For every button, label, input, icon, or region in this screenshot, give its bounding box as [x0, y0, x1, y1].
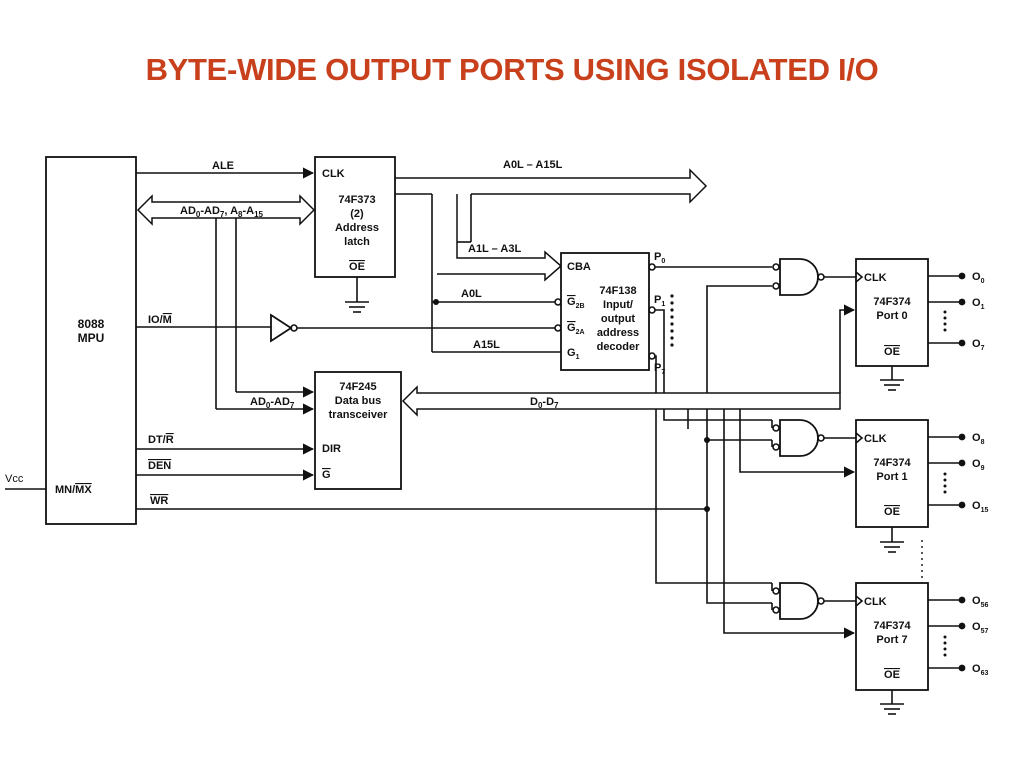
port-1-latch-74f374 [855, 419, 929, 528]
a0l-junction [433, 299, 439, 305]
data-to-port0 [839, 304, 856, 393]
decoder-name: 74F138 [599, 285, 636, 297]
mpu-label-mpu: MPU [78, 331, 105, 345]
decoder-line5: decoder [597, 341, 641, 353]
latch-clk-label: CLK [322, 168, 345, 180]
a1l-a3l-label: A1L – A3L [468, 243, 521, 255]
address-bus-label: A0L – A15L [503, 159, 563, 171]
port-7-out-mid: O57 [972, 621, 988, 635]
mpu-8088-block [45, 156, 137, 525]
address-bus-arrow [395, 168, 708, 204]
port-1-out-mid: O9 [972, 458, 985, 472]
transceiver-name: 74F245 [339, 381, 376, 393]
transceiver-line3: transceiver [329, 409, 388, 421]
port-0-group: CLK 74F374 Port 0 OE O0 O1 O7 [772, 258, 985, 391]
vcc-label: Vcc [5, 473, 24, 485]
mn-mx-pin-label: MN/MX [55, 484, 92, 496]
p1-wire [655, 309, 772, 421]
io-m-label: IO/M [148, 314, 172, 326]
a0l-label: A0L [461, 288, 482, 300]
decoder-line2: Input/ [603, 299, 633, 311]
port-1-out-bot: O15 [972, 500, 988, 514]
transceiver-line2: Data bus [335, 395, 381, 407]
port-0-out-top: O0 [972, 271, 985, 285]
decoder-g2b: G2B [567, 296, 585, 310]
dt-r-label: DT/R [148, 434, 174, 446]
a15l-label: A15L [473, 339, 500, 351]
transceiver-g: G [322, 469, 331, 481]
port-0-port: Port 0 [876, 310, 907, 322]
port-0-out-bot: O7 [972, 338, 985, 352]
p1-bubble [648, 306, 656, 314]
inverter-gate [270, 313, 293, 343]
port-1-port: Port 1 [876, 471, 907, 483]
nand-gate-0 [779, 258, 819, 296]
port-0-clk: CLK [864, 272, 887, 284]
address-latch-74f373 [314, 156, 396, 278]
data-bus-arrow [401, 385, 841, 417]
den-label: DEN [148, 460, 171, 472]
wr-port1-junction [704, 437, 710, 443]
port-7-latch-74f374 [855, 582, 929, 691]
g2a-bubble [554, 324, 562, 332]
decoder-line4: address [597, 327, 639, 339]
latch-line3: Address [335, 222, 379, 234]
port-7-out-top: O56 [972, 595, 988, 609]
wr-label: WR [150, 495, 168, 507]
p7-bubble [648, 352, 656, 360]
port-7-name: 74F374 [873, 620, 911, 632]
mpu-label-8088: 8088 [78, 317, 105, 331]
data-bus-label: D0-D7 [530, 396, 559, 410]
latch-count: (2) [350, 208, 364, 220]
port-1-group: CLK 74F374 Port 1 OE O8 O9 O15 [771, 419, 988, 553]
port-7-oe: OE [884, 669, 900, 681]
port-0-name: 74F374 [873, 296, 911, 308]
data-bus-transceiver-74f245 [314, 371, 402, 490]
port-1-clk: CLK [864, 433, 887, 445]
port-1-name: 74F374 [873, 457, 911, 469]
port-0-out-mid: O1 [972, 297, 985, 311]
port-7-out-bot: O63 [972, 663, 988, 677]
ad-bus-arrow [136, 194, 316, 226]
decoder-cba: CBA [567, 261, 591, 273]
latch-line4: latch [344, 236, 370, 248]
ale-label: ALE [212, 160, 234, 172]
port-0-oe: OE [884, 346, 900, 358]
p7-wire [655, 355, 772, 584]
data-to-port7 [723, 409, 856, 639]
port-0-clk-marker [855, 271, 864, 283]
data-to-port1 [739, 409, 856, 478]
port-7-clk: CLK [864, 596, 887, 608]
g2b-bubble [554, 298, 562, 306]
decoder-g1: G1 [567, 347, 580, 361]
port-0-latch-74f374 [855, 258, 929, 367]
port-7-port: Port 7 [876, 634, 907, 646]
nand-gate-7 [779, 582, 819, 620]
decoder-g2a: G2A [567, 322, 585, 336]
address-decoder-74f138 [560, 252, 650, 371]
nand-gate-1 [779, 419, 819, 457]
port-7-group: CLK 74F374 Port 7 OE O56 O57 O63 [771, 582, 988, 715]
p0-label: P0 [654, 251, 665, 265]
latch-name: 74F373 [338, 194, 375, 206]
p0-bubble [648, 263, 656, 271]
decoder-ellipsis [670, 294, 674, 347]
nand-0-in-a [772, 263, 780, 271]
ad-lower-label: AD0-AD7 [250, 396, 295, 410]
wr-port7 [706, 509, 772, 604]
ad-bus-label: AD0-AD7, A8-A15 [180, 205, 264, 219]
port-1-out-top: O8 [972, 432, 985, 446]
wr-port0 [706, 285, 772, 509]
port-1-oe: OE [884, 506, 900, 518]
decoder-line3: output [601, 313, 636, 325]
latch-oe-label: OE [349, 261, 365, 273]
slide-title: BYTE-WIDE OUTPUT PORTS USING ISOLATED I/… [145, 52, 879, 87]
a1l-a3l-bus-arrow [437, 194, 563, 282]
nand-0-in-b [772, 282, 780, 290]
p1-label: P1 [654, 294, 665, 308]
transceiver-dir: DIR [322, 443, 341, 455]
